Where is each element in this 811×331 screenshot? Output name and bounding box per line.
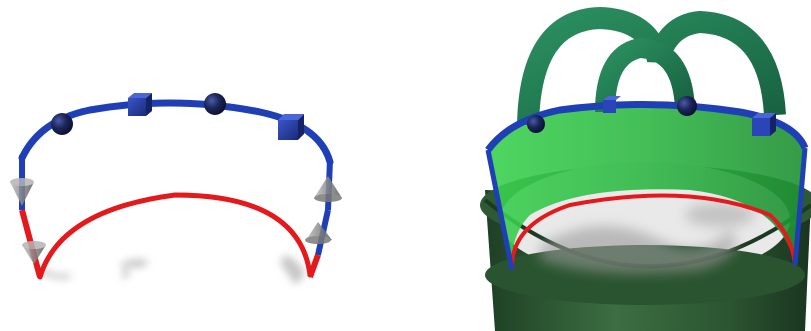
cube-joint-2 <box>752 113 776 136</box>
wire-frame-panel <box>0 0 400 331</box>
pot-membrane-illustration <box>400 0 811 331</box>
right-post <box>310 160 330 277</box>
ball-joint-1 <box>527 115 545 133</box>
ball-joint-2 <box>677 96 697 116</box>
cube-joint-2 <box>278 114 304 140</box>
cube-joint-1 <box>128 93 152 116</box>
cone-joint-left-upper <box>10 178 34 206</box>
pot-membrane-panel <box>400 0 811 331</box>
cone-joint-left-lower <box>22 241 46 264</box>
cone-joint-right-lower <box>305 222 332 244</box>
floor-shadow <box>40 255 305 285</box>
wire-frame-illustration <box>0 0 400 331</box>
cone-joint-right-upper <box>314 176 342 202</box>
ball-joint-2 <box>204 93 226 115</box>
bottom-red-wire <box>40 195 310 277</box>
ball-joint-1 <box>51 113 73 135</box>
